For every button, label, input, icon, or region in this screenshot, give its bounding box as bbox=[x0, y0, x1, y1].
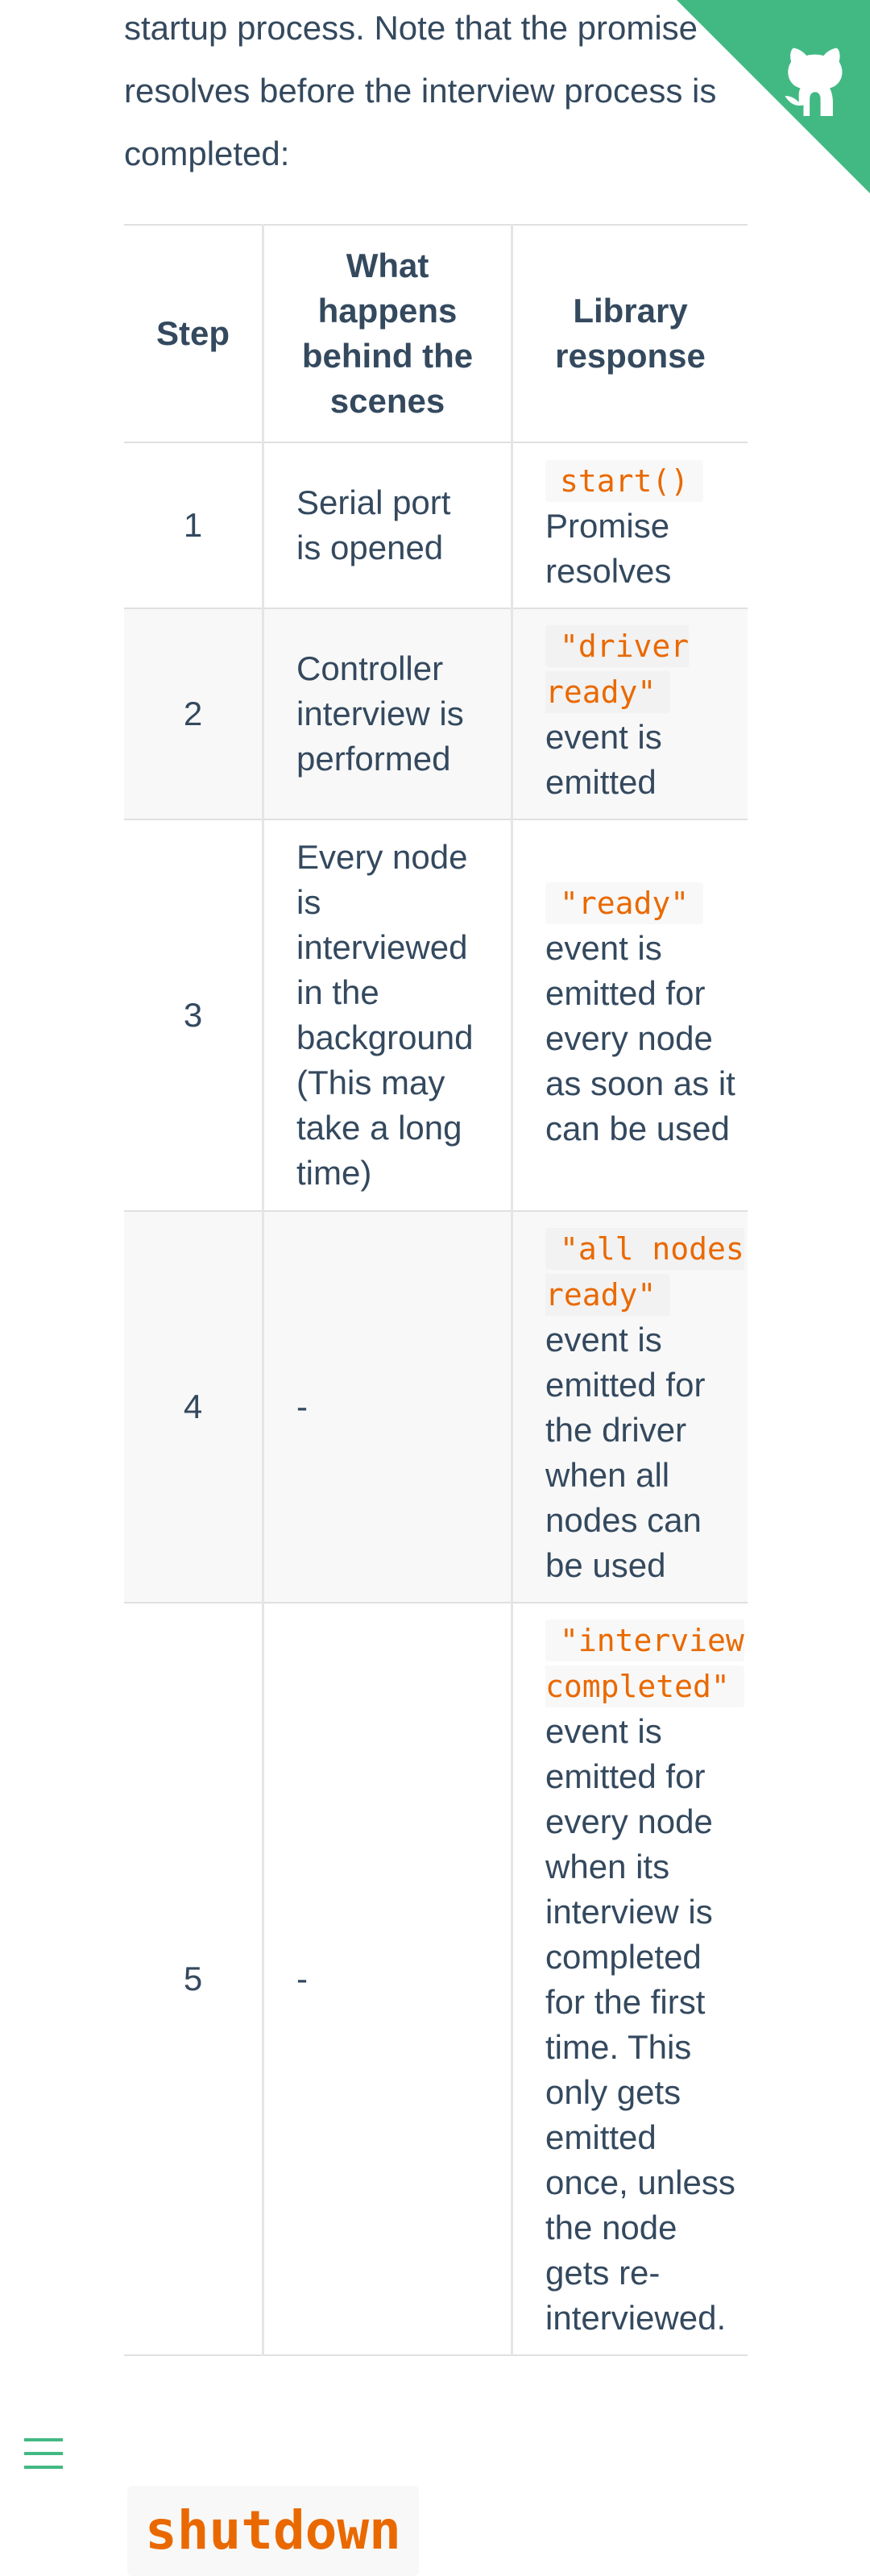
step-number: 5 bbox=[124, 1602, 263, 2356]
library-response: "driver ready" event is emitted bbox=[511, 608, 748, 820]
step-number: 2 bbox=[124, 608, 263, 820]
response-text: event is emitted for the driver when all… bbox=[545, 1321, 706, 1584]
table-row: 1 Serial port is opened start() Promise … bbox=[124, 442, 748, 609]
library-response: "all nodes ready" event is emitted for t… bbox=[511, 1210, 748, 1603]
step-description: - bbox=[262, 1210, 512, 1603]
response-code: "all nodes ready" bbox=[545, 1228, 744, 1316]
table-row: 5 - "interview completed" event is emitt… bbox=[124, 1602, 748, 2356]
header-what: What happens behind the scenes bbox=[262, 224, 512, 443]
step-description: - bbox=[262, 1602, 512, 2356]
response-code: "driver ready" bbox=[545, 625, 690, 713]
table-header-row: Step What happens behind the scenes Libr… bbox=[124, 224, 748, 443]
step-number: 1 bbox=[124, 442, 263, 609]
github-corner-link[interactable] bbox=[677, 0, 870, 193]
table-row: 3 Every node is interviewed in the backg… bbox=[124, 819, 748, 1212]
library-response: "ready" event is emitted for every node … bbox=[511, 819, 748, 1212]
step-description: Every node is interviewed in the backgro… bbox=[262, 819, 512, 1212]
step-description: Controller interview is performed bbox=[262, 608, 512, 820]
startup-steps-table: Step What happens behind the scenes Libr… bbox=[124, 224, 748, 2356]
response-code: "ready" bbox=[545, 881, 704, 924]
step-description: Serial port is opened bbox=[262, 442, 512, 609]
library-response: "interview completed" event is emitted f… bbox=[511, 1602, 748, 2356]
intro-line: resolves before the interview process is bbox=[124, 72, 717, 110]
intro-line: startup process. Note that the promise bbox=[124, 9, 698, 47]
intro-line: completed: bbox=[124, 135, 290, 172]
section-heading-shutdown: shutdown bbox=[127, 2485, 419, 2576]
header-step: Step bbox=[124, 224, 263, 443]
step-number: 4 bbox=[124, 1210, 263, 1603]
response-text: Promise resolves bbox=[545, 506, 672, 590]
response-text: event is emitted for every node when its… bbox=[545, 1712, 735, 2337]
response-code: start() bbox=[545, 459, 704, 502]
response-text: event is emitted bbox=[545, 718, 662, 801]
library-response: start() Promise resolves bbox=[511, 442, 748, 609]
table-row: 4 - "all nodes ready" event is emitted f… bbox=[124, 1210, 748, 1603]
github-octocat-icon bbox=[677, 0, 870, 193]
header-response: Library response bbox=[511, 224, 748, 443]
hamburger-menu-icon[interactable] bbox=[24, 2437, 63, 2470]
intro-paragraph: startup process. Note that the promise r… bbox=[124, 0, 760, 185]
table-row: 2 Controller interview is performed "dri… bbox=[124, 608, 748, 820]
response-text: event is emitted for every node as soon … bbox=[545, 928, 735, 1147]
response-code: "interview completed" bbox=[545, 1620, 744, 1707]
step-number: 3 bbox=[124, 819, 263, 1212]
